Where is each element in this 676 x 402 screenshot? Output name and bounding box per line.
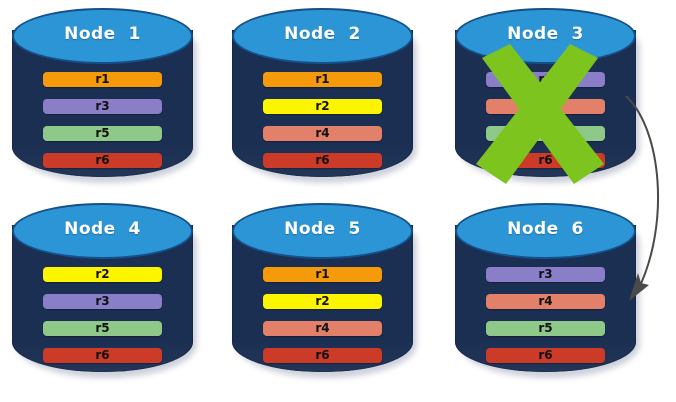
record-bar[interactable]: r6 [486, 348, 605, 363]
cylinder-top-ellipse [12, 8, 193, 64]
record-bar[interactable]: r4 [263, 321, 382, 336]
record-bar[interactable]: r5 [43, 321, 162, 336]
record-bar[interactable]: r4 [486, 99, 605, 114]
record-bar[interactable]: r4 [263, 126, 382, 141]
record-bar[interactable]: r5 [486, 126, 605, 141]
record-bar[interactable]: r3 [486, 267, 605, 282]
node-cylinder-5[interactable]: Node 5 r1 r2 r4 r6 [232, 203, 417, 378]
record-bar[interactable]: r6 [43, 153, 162, 168]
record-bar[interactable]: r6 [43, 348, 162, 363]
node-label: Node 2 [284, 24, 361, 44]
record-bar[interactable]: r1 [43, 72, 162, 87]
record-bar[interactable]: r1 [263, 267, 382, 282]
record-list: r3 r4 r5 r6 [486, 267, 605, 363]
record-list: r3 r4 r5 r6 [486, 72, 605, 168]
record-bar[interactable]: r2 [43, 267, 162, 282]
node-label: Node 1 [64, 24, 141, 44]
cylinder-top-ellipse [12, 203, 193, 259]
record-bar[interactable]: r2 [263, 294, 382, 309]
record-bar[interactable]: r5 [43, 126, 162, 141]
record-bar[interactable]: r6 [486, 153, 605, 168]
record-list: r1 r2 r4 r6 [263, 267, 382, 363]
record-list: r1 r2 r4 r6 [263, 72, 382, 168]
node-cylinder-3[interactable]: Node 3 r3 r4 r5 r6 [455, 8, 640, 183]
cylinder-top-ellipse [232, 203, 413, 259]
cylinder-top-ellipse [455, 203, 636, 259]
record-list: r1 r3 r5 r6 [43, 72, 162, 168]
node-cylinder-2[interactable]: Node 2 r1 r2 r4 r6 [232, 8, 417, 183]
record-bar[interactable]: r3 [43, 294, 162, 309]
node-label: Node 5 [284, 219, 361, 239]
record-bar[interactable]: r3 [43, 99, 162, 114]
node-label: Node 3 [507, 24, 584, 44]
record-bar[interactable]: r4 [486, 294, 605, 309]
record-bar[interactable]: r6 [263, 348, 382, 363]
node-cylinder-1[interactable]: Node 1 r1 r3 r5 r6 [12, 8, 197, 183]
record-bar[interactable]: r1 [263, 72, 382, 87]
node-cylinder-4[interactable]: Node 4 r2 r3 r5 r6 [12, 203, 197, 378]
record-list: r2 r3 r5 r6 [43, 267, 162, 363]
record-bar[interactable]: r5 [486, 321, 605, 336]
record-bar[interactable]: r6 [263, 153, 382, 168]
record-bar[interactable]: r2 [263, 99, 382, 114]
cylinder-top-ellipse [232, 8, 413, 64]
node-label: Node 4 [64, 219, 141, 239]
record-bar[interactable]: r3 [486, 72, 605, 87]
node-cylinder-6[interactable]: Node 6 r3 r4 r5 r6 [455, 203, 640, 378]
node-label: Node 6 [507, 219, 584, 239]
